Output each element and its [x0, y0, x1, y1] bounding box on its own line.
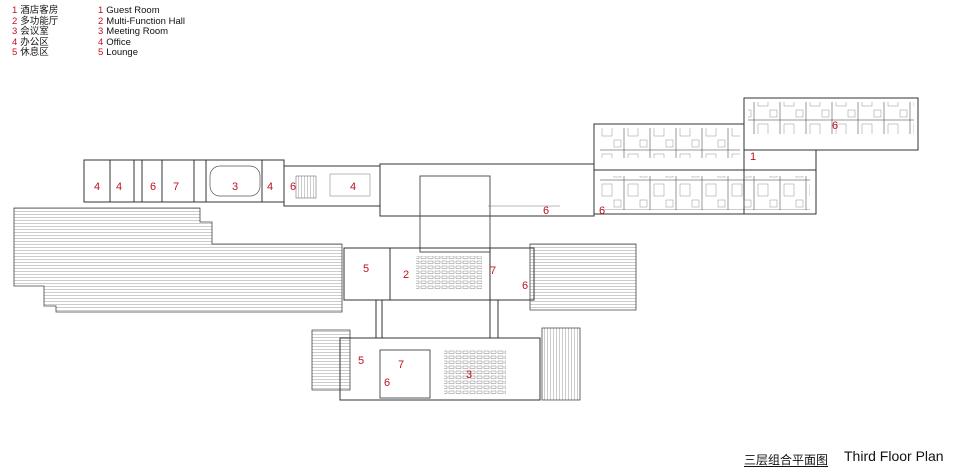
room-label-4: 4 [94, 181, 100, 193]
legend-number: 3 [12, 26, 18, 37]
room-label-1: 1 [750, 151, 756, 163]
multi-function-hall [343, 247, 535, 301]
plan-title-chinese: 三层组合平面图 [744, 453, 829, 467]
legend-label: 多功能厅 [20, 15, 59, 27]
legend-number: 5 [98, 47, 104, 58]
lower-meeting-block [339, 337, 541, 401]
legend-label: Office [106, 36, 131, 48]
lower-left-terrace [311, 329, 351, 391]
circulation-spine [379, 163, 595, 217]
legend-label: 办公区 [20, 36, 49, 48]
legend-label: 休息区 [20, 47, 49, 58]
legend-label: 酒店客房 [20, 5, 59, 16]
room-label-3: 3 [466, 369, 472, 381]
legend-number: 4 [98, 36, 104, 48]
room-label-2: 2 [403, 269, 409, 281]
room-label-7: 7 [398, 359, 404, 371]
roof-terraces [13, 207, 637, 401]
meeting-table [209, 165, 261, 197]
room-label-7: 7 [173, 181, 179, 193]
room-label-5: 5 [363, 263, 369, 275]
right-roof-terrace [529, 243, 637, 311]
legend-number: 5 [12, 47, 18, 58]
room-label-6: 6 [384, 377, 390, 389]
northeast-wing [743, 97, 919, 151]
room-label-6: 6 [290, 181, 296, 193]
walls [83, 97, 919, 401]
room-label-4: 4 [116, 181, 122, 193]
lower-right-terrace [541, 327, 581, 401]
room-label-6: 6 [522, 280, 528, 292]
legend-label: 会议室 [20, 26, 49, 37]
room-numbers: 4 4 6 7 3 4 6 4 6 6 1 6 5 2 7 6 5 7 3 6 [94, 120, 838, 389]
legend-label: Multi-Function Hall [106, 15, 185, 27]
legend-number: 3 [98, 26, 104, 37]
room-label-7: 7 [490, 265, 496, 277]
room-label-4: 4 [350, 181, 356, 193]
plan-title-english: Third Floor Plan [844, 448, 944, 464]
room-label-5: 5 [358, 355, 364, 367]
legend-number: 1 [12, 5, 18, 16]
legend-label: Guest Room [106, 5, 160, 16]
legend-number: 2 [98, 15, 104, 27]
legend-label: Meeting Room [106, 26, 169, 37]
guest-rooms-south [600, 176, 810, 210]
guest-rooms-north [600, 128, 740, 158]
legend-number: 4 [12, 36, 18, 48]
left-roof-terrace [13, 207, 343, 313]
room-label-6: 6 [599, 205, 605, 217]
room-label-6: 6 [150, 181, 156, 193]
room-label-6: 6 [543, 205, 549, 217]
west-wing [83, 159, 285, 203]
legend-number: 1 [98, 5, 104, 16]
room-label-6: 6 [832, 120, 838, 132]
legend-number: 2 [12, 15, 18, 27]
room-label-3: 3 [232, 181, 238, 193]
room-label-4: 4 [267, 181, 273, 193]
legend-label: Lounge [106, 47, 138, 58]
